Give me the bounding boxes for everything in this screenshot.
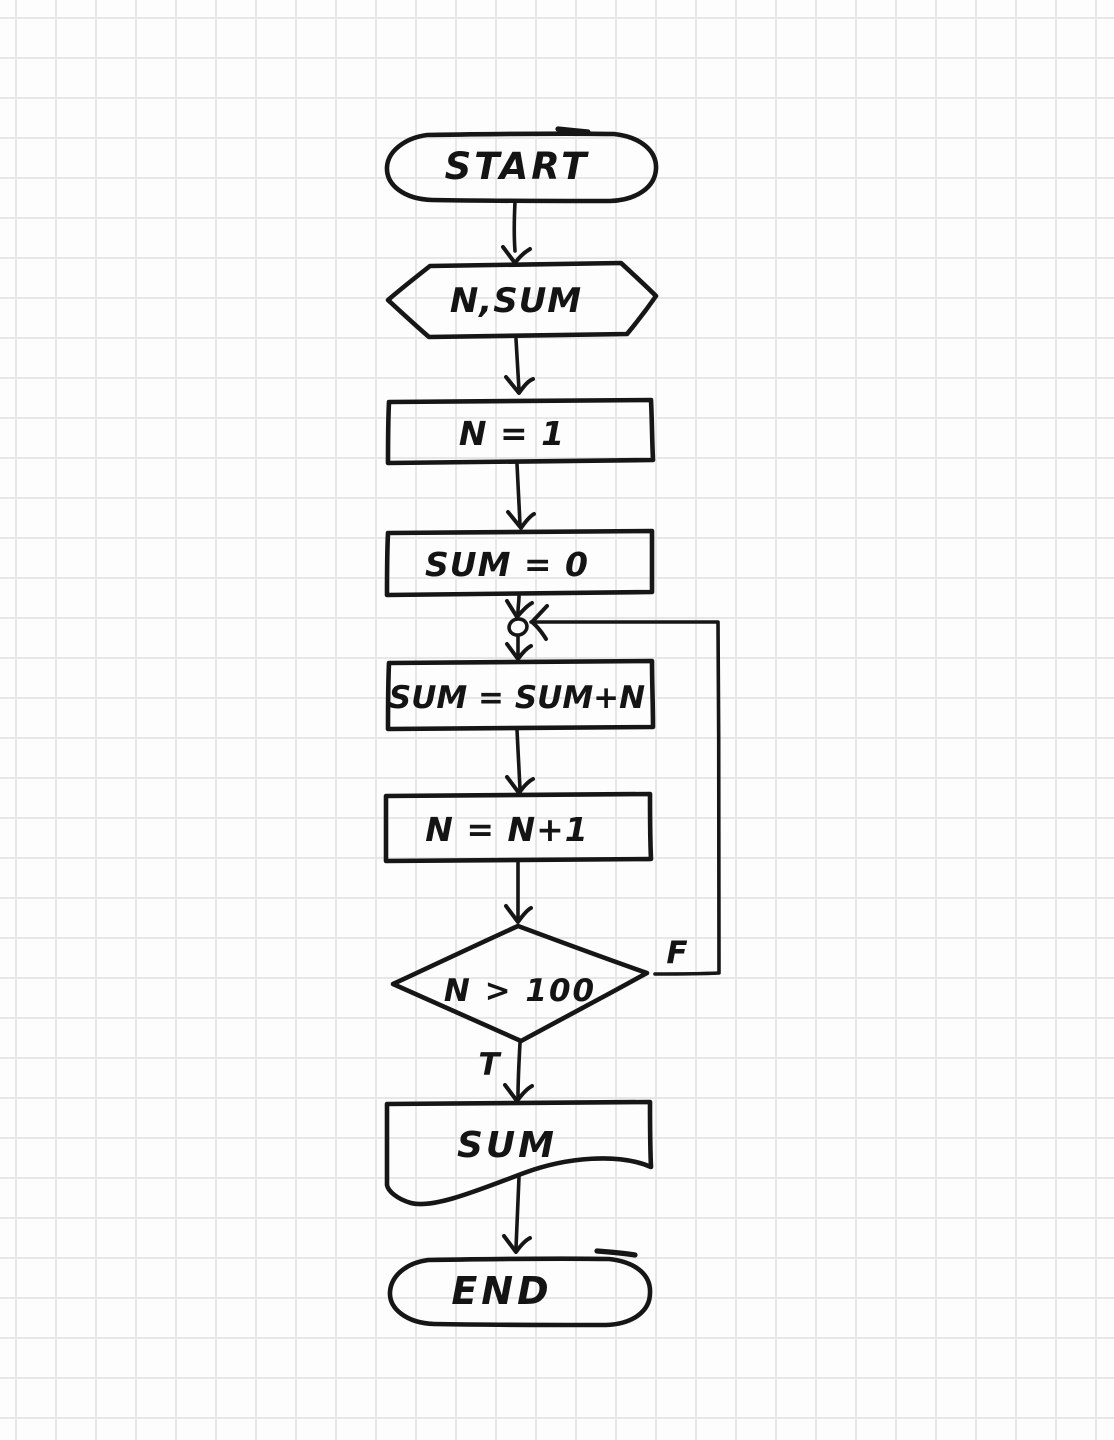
edge-line — [516, 594, 521, 614]
arrowhead-down-icon — [505, 642, 533, 661]
print-label: SUM — [457, 1125, 557, 1166]
edge-line — [515, 462, 522, 526]
increment-node: N = N+1 — [383, 791, 654, 864]
init-sum-label: SUM = 0 — [425, 545, 589, 584]
loop-connector-node — [507, 617, 529, 637]
end-label: END — [451, 1269, 552, 1313]
process-rect-outline — [385, 658, 656, 732]
arrowhead-down-icon — [504, 375, 535, 395]
check-label: N > 100 — [444, 973, 596, 1009]
edge-start-read — [501, 200, 532, 265]
start-node: START — [384, 126, 659, 204]
edge-read-initn — [504, 337, 535, 395]
arrowhead-down-icon — [502, 1234, 532, 1254]
edge-increment-check — [504, 860, 533, 924]
print-node: SUM — [384, 1099, 654, 1207]
check-node: N > 100 — [390, 923, 650, 1044]
edge-print-end — [502, 1175, 532, 1254]
edge-line — [512, 200, 517, 253]
end-terminator-outline — [387, 1256, 653, 1328]
end-node: END — [387, 1248, 653, 1328]
edge-line — [514, 1175, 521, 1250]
edge-line — [514, 337, 521, 392]
decision-diamond-outline — [390, 923, 650, 1044]
add-node: SUM = SUM+N — [385, 658, 656, 732]
edge-line — [515, 728, 522, 791]
start-label: START — [445, 145, 590, 188]
pen-overlap-mark — [594, 1248, 638, 1258]
edge-add-increment — [505, 728, 535, 795]
arrowhead-left-icon — [530, 604, 549, 641]
increment-label: N = N+1 — [425, 810, 588, 849]
init-n-label: N = 1 — [459, 414, 565, 453]
edge-initsum-connector — [505, 594, 534, 619]
init-sum-node: SUM = 0 — [384, 528, 655, 598]
read-node: N,SUM — [385, 260, 659, 340]
process-rect-outline — [383, 791, 654, 864]
init-n-node: N = 1 — [385, 397, 656, 466]
process-rect-outline — [385, 397, 656, 466]
process-rect-outline — [384, 528, 655, 598]
add-label: SUM = SUM+N — [389, 680, 645, 716]
true-branch-label: T — [478, 1047, 502, 1083]
edge-initn-initsum — [506, 462, 536, 530]
pen-overlap-mark — [555, 126, 591, 135]
edge-connector-add — [505, 635, 533, 661]
edge-loopback — [529, 604, 721, 976]
io-hexagon-outline — [385, 260, 659, 340]
edge-line — [516, 1041, 522, 1099]
arrowhead-down-icon — [505, 599, 534, 619]
read-label: N,SUM — [450, 281, 582, 321]
arrowhead-down-icon — [504, 904, 533, 924]
edge-check-print — [503, 1041, 534, 1103]
edge-line — [529, 620, 721, 976]
arrowhead-down-icon — [506, 510, 536, 530]
document-outline — [384, 1099, 654, 1207]
false-branch-label: F — [666, 935, 687, 971]
junction-circle — [507, 617, 529, 637]
